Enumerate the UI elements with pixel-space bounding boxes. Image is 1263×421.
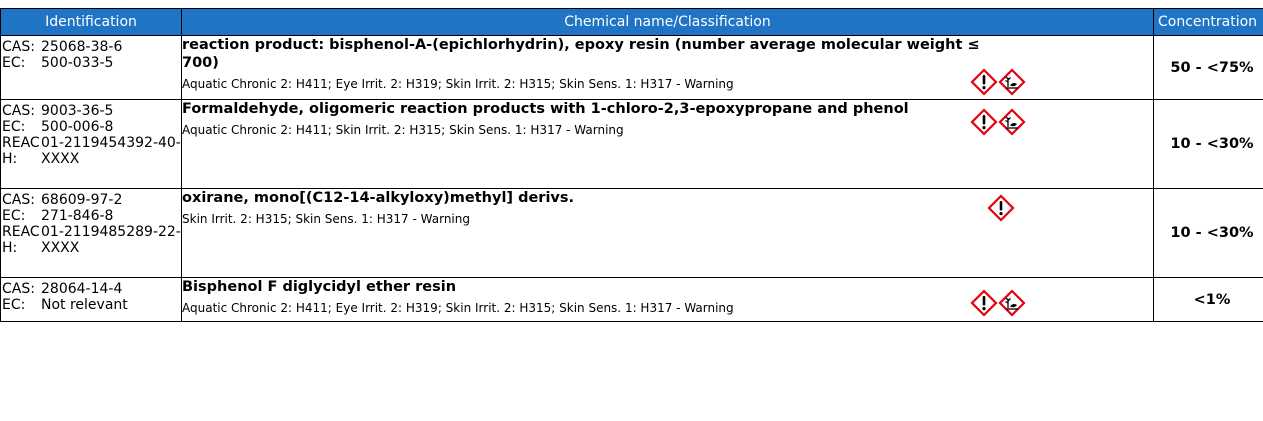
identifier-value: 68609-97-2 <box>41 192 123 208</box>
chemical-name: reaction product: bisphenol-A-(epichlorh… <box>182 37 980 71</box>
chemical-cell: Formaldehyde, oligomeric reaction produc… <box>181 99 1154 189</box>
identifier-value: 28064-14-4 <box>41 281 123 297</box>
environment-hazard-icon <box>998 289 1026 317</box>
environment-hazard-icon <box>998 108 1026 136</box>
identifier-value: 01-2119454392-40-XXXX <box>41 135 181 167</box>
identifier-label: CAS: <box>2 39 35 55</box>
identifier-value: 25068-38-6 <box>41 39 123 55</box>
composition-table: Identification Chemical name/Classificat… <box>0 8 1263 322</box>
chemical-cell: oxirane, mono[(C12-14-alkyloxy)methyl] d… <box>181 188 1154 278</box>
identifier-label: EC: <box>2 297 26 313</box>
exclamation-hazard-icon <box>987 194 1015 222</box>
hazard-pictograms <box>987 194 1015 222</box>
identifier-label: EC: <box>2 208 26 224</box>
identifier-label: REAC H: <box>2 135 40 167</box>
classification-text: Skin Irrit. 2: H315; Skin Sens. 1: H317 … <box>182 212 470 226</box>
concentration-cell: 10 - <30% <box>1153 188 1263 278</box>
exclamation-hazard-icon <box>970 68 998 96</box>
chemical-name: Formaldehyde, oligomeric reaction produc… <box>182 101 909 117</box>
concentration-cell: 50 - <75% <box>1153 35 1263 100</box>
exclamation-hazard-icon <box>970 108 998 136</box>
hazard-pictograms <box>970 289 1026 317</box>
identifier-label: CAS: <box>2 103 35 119</box>
header-chemical-name: Chemical name/Classification <box>181 8 1154 36</box>
chemical-name: oxirane, mono[(C12-14-alkyloxy)methyl] d… <box>182 190 575 206</box>
identifier-value: 500-006-8 <box>41 119 114 135</box>
identifier-label: CAS: <box>2 192 35 208</box>
identifier-value: 9003-36-5 <box>41 103 114 119</box>
identifier-label: REAC H: <box>2 224 40 256</box>
section-title-clipped <box>0 0 1263 7</box>
chemical-name: Bisphenol F diglycidyl ether resin <box>182 279 457 295</box>
header-identification: Identification <box>0 8 182 36</box>
identifier-label: CAS: <box>2 281 35 297</box>
environment-hazard-icon <box>998 68 1026 96</box>
hazard-pictograms <box>970 108 1026 136</box>
identifier-value: 500-033-5 <box>41 55 114 71</box>
identifier-value: 271-846-8 <box>41 208 114 224</box>
table-header-row: Identification Chemical name/Classificat… <box>0 8 1263 36</box>
classification-text: Aquatic Chronic 2: H411; Eye Irrit. 2: H… <box>182 77 734 91</box>
identifier-value: Not relevant <box>41 297 128 313</box>
hazard-pictograms <box>970 68 1026 96</box>
exclamation-hazard-icon <box>970 289 998 317</box>
identifier-label: EC: <box>2 119 26 135</box>
header-concentration: Concentration <box>1153 8 1263 36</box>
classification-text: Aquatic Chronic 2: H411; Skin Irrit. 2: … <box>182 123 624 137</box>
identifier-label: EC: <box>2 55 26 71</box>
identifier-value: 01-2119485289-22-XXXX <box>41 224 181 256</box>
concentration-cell: 10 - <30% <box>1153 99 1263 189</box>
chemical-cell: reaction product: bisphenol-A-(epichlorh… <box>181 35 1154 100</box>
concentration-cell: <1% <box>1153 277 1263 322</box>
classification-text: Aquatic Chronic 2: H411; Eye Irrit. 2: H… <box>182 301 734 315</box>
